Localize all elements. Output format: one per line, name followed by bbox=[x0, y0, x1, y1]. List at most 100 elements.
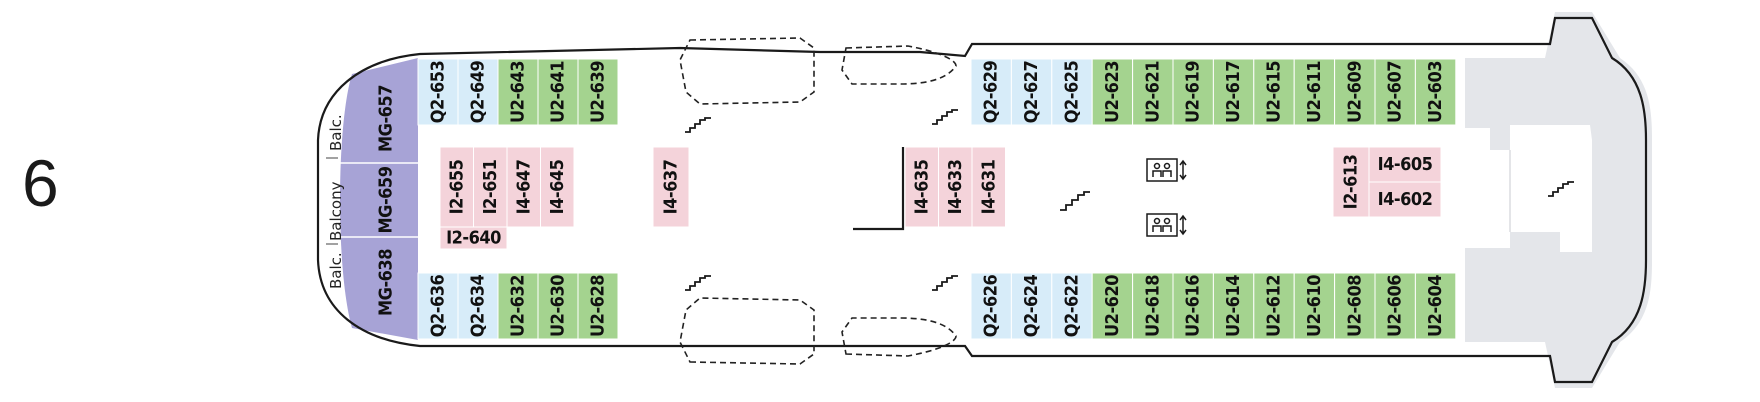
cabin-i4-635[interactable]: I4-635 bbox=[904, 146, 939, 228]
cabin-u2-621[interactable]: U2-621 bbox=[1132, 58, 1174, 126]
cabin-cell bbox=[1091, 272, 1134, 340]
cabin-u2-632[interactable]: U2-632 bbox=[497, 272, 539, 340]
stairs-icon bbox=[685, 117, 711, 133]
cabin-label: I2-613 bbox=[1341, 155, 1362, 210]
stairs-icon bbox=[1060, 191, 1090, 211]
cabin-u2-619[interactable]: U2-619 bbox=[1172, 58, 1214, 126]
cabin-u2-611[interactable]: U2-611 bbox=[1293, 58, 1336, 126]
cabin-label: I2-651 bbox=[480, 159, 501, 214]
cabin-i4-631[interactable]: I4-631 bbox=[971, 146, 1006, 228]
cabin-u2-615[interactable]: U2-615 bbox=[1253, 58, 1295, 126]
cabin-q2-636[interactable]: Q2-636 bbox=[417, 272, 459, 340]
cabin-label: U2-620 bbox=[1102, 275, 1123, 337]
cabin-cell bbox=[497, 272, 539, 340]
cabin-q2-625[interactable]: Q2-625 bbox=[1051, 58, 1093, 126]
cabin-u2-612[interactable]: U2-612 bbox=[1253, 272, 1295, 340]
cabin-cell bbox=[1010, 272, 1053, 340]
cabin-cell bbox=[1010, 58, 1053, 126]
cabin-cell bbox=[1332, 146, 1370, 218]
hull-outline bbox=[316, 16, 1648, 384]
cabin-cell bbox=[1368, 146, 1442, 183]
cabin-u2-606[interactable]: U2-606 bbox=[1374, 272, 1416, 340]
cabin-u2-607[interactable]: U2-607 bbox=[1374, 58, 1416, 126]
cabin-u2-616[interactable]: U2-616 bbox=[1172, 272, 1214, 340]
cabin-label: U2-608 bbox=[1344, 275, 1365, 337]
cabin-i4-605[interactable]: I4-605 bbox=[1368, 146, 1442, 183]
cabin-q2-634[interactable]: Q2-634 bbox=[457, 272, 499, 340]
cabin-u2-617[interactable]: U2-617 bbox=[1212, 58, 1255, 126]
cabin-label: U2-630 bbox=[548, 275, 569, 337]
cabin-label: U2-612 bbox=[1264, 275, 1285, 337]
cabin-cell bbox=[1334, 272, 1376, 340]
cabin-u2-623[interactable]: U2-623 bbox=[1091, 58, 1134, 126]
cabin-q2-622[interactable]: Q2-622 bbox=[1051, 272, 1093, 340]
cabin-label: U2-641 bbox=[548, 61, 569, 123]
cabin-q2-626[interactable]: Q2-626 bbox=[970, 272, 1012, 340]
cabin-cell bbox=[1172, 272, 1214, 340]
cabin-mg-657[interactable]: MG-657 bbox=[376, 85, 397, 152]
cabin-cell bbox=[457, 272, 499, 340]
cabin-q2-649[interactable]: Q2-649 bbox=[457, 58, 499, 126]
cabin-label: Q2-624 bbox=[1021, 274, 1042, 337]
cabin-q2-627[interactable]: Q2-627 bbox=[1010, 58, 1053, 126]
cabin-u2-628[interactable]: U2-628 bbox=[577, 272, 619, 340]
cabin-i4-645[interactable]: I4-645 bbox=[540, 146, 575, 228]
cabin-i4-633[interactable]: I4-633 bbox=[938, 146, 973, 228]
cabin-label: Q2-636 bbox=[428, 274, 449, 337]
cabin-u2-610[interactable]: U2-610 bbox=[1293, 272, 1336, 340]
cabin-i4-647[interactable]: I4-647 bbox=[506, 146, 541, 228]
cabin-u2-608[interactable]: U2-608 bbox=[1334, 272, 1376, 340]
cabin-label: U2-621 bbox=[1142, 61, 1163, 123]
cabin-u2-643[interactable]: U2-643 bbox=[497, 58, 539, 126]
cabin-u2-630[interactable]: U2-630 bbox=[537, 272, 579, 340]
cabin-i2-655[interactable]: I2-655 bbox=[439, 146, 474, 228]
suite-block bbox=[340, 58, 418, 340]
cabin-cell bbox=[1414, 272, 1457, 340]
cabin-u2-604[interactable]: U2-604 bbox=[1414, 272, 1457, 340]
cabin-u2-609[interactable]: U2-609 bbox=[1334, 58, 1376, 126]
cabin-label: I2-640 bbox=[446, 228, 501, 249]
cabin-cell bbox=[497, 58, 539, 126]
cabin-cell bbox=[904, 146, 939, 228]
cabin-cell bbox=[506, 146, 541, 228]
cabin-cell bbox=[577, 272, 619, 340]
cabin-i4-602[interactable]: I4-602 bbox=[1368, 181, 1442, 218]
cabin-label: MG-657 bbox=[376, 85, 397, 152]
cabin-label: U2-623 bbox=[1102, 61, 1123, 123]
cabin-mg-638[interactable]: MG-638 bbox=[376, 249, 397, 316]
cabin-q2-653[interactable]: Q2-653 bbox=[417, 58, 459, 126]
cabin-mg-659[interactable]: MG-659 bbox=[376, 166, 397, 233]
cabin-i2-613[interactable]: I2-613 bbox=[1332, 146, 1370, 218]
cabin-i2-651[interactable]: I2-651 bbox=[473, 146, 508, 228]
cabin-i2-640[interactable]: I2-640 bbox=[439, 226, 508, 250]
cabin-cell bbox=[970, 272, 1012, 340]
cabin-label: U2-614 bbox=[1223, 275, 1244, 337]
cabin-cell bbox=[1368, 181, 1442, 218]
cabin-cell bbox=[1334, 58, 1376, 126]
cabin-u2-614[interactable]: U2-614 bbox=[1212, 272, 1255, 340]
cabin-i4-637[interactable]: I4-637 bbox=[652, 146, 690, 228]
cabin-u2-620[interactable]: U2-620 bbox=[1091, 272, 1134, 340]
cabin-label: U2-617 bbox=[1223, 61, 1244, 123]
cabin-cell bbox=[537, 272, 579, 340]
elevator-icon bbox=[1146, 213, 1187, 237]
cabin-cell bbox=[537, 58, 579, 126]
cabin-label: U2-628 bbox=[588, 275, 609, 337]
center-wall bbox=[853, 147, 905, 231]
cabin-label: Q2-634 bbox=[468, 274, 489, 337]
cabin-cell bbox=[540, 146, 575, 228]
cabin-label: U2-632 bbox=[508, 275, 529, 337]
cabin-cell bbox=[457, 58, 499, 126]
cabin-cell bbox=[1051, 58, 1093, 126]
cabin-label: I4-605 bbox=[1378, 154, 1433, 175]
cabin-cell bbox=[417, 58, 459, 126]
cabin-label: Q2-653 bbox=[428, 61, 449, 124]
cabin-q2-624[interactable]: Q2-624 bbox=[1010, 272, 1053, 340]
cabin-label: MG-638 bbox=[376, 249, 397, 316]
cabin-q2-629[interactable]: Q2-629 bbox=[970, 58, 1012, 126]
cabin-u2-618[interactable]: U2-618 bbox=[1132, 272, 1174, 340]
cabin-u2-639[interactable]: U2-639 bbox=[577, 58, 619, 126]
cabin-label: U2-616 bbox=[1183, 275, 1204, 337]
cabin-u2-603[interactable]: U2-603 bbox=[1414, 58, 1457, 126]
cabin-u2-641[interactable]: U2-641 bbox=[537, 58, 579, 126]
